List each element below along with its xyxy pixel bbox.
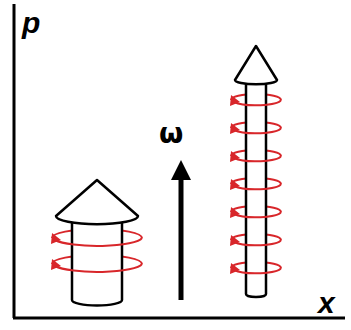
rotation-ring-front [234,240,281,245]
rotation-ring-front [234,128,281,133]
rotation-arrowhead [230,235,240,246]
cone-head [235,46,277,84]
axis-label: p [22,8,40,38]
cylinder-body [72,216,122,306]
rotation-ring-front [55,238,142,246]
rotation-ring-front [55,264,142,272]
rotation-label: ω [159,120,183,148]
rotation-ring-front [234,268,281,273]
x-axis [13,317,345,320]
rotation-ring-front [234,100,281,105]
rotation-arrowhead [230,123,240,134]
cone-head [56,180,138,224]
omega-arrow-head [171,160,191,180]
cylinders [56,46,277,306]
rotation-arrowhead [230,263,240,274]
rotation-ring-front [234,212,281,217]
rotation-arrowhead [51,259,61,270]
rotation-arrowhead [230,207,240,218]
axis-label: x [318,288,335,318]
rotation-arrowhead [230,151,240,162]
rotation-arrowhead [230,179,240,190]
rotation-arrowhead [230,95,240,106]
rotation-ring-front [234,156,281,161]
y-axis [13,4,16,318]
omega-arrow-shaft [179,178,184,300]
rotation-ring-front [234,184,281,189]
rotation-arrowhead [51,233,61,244]
rings-front [51,95,281,274]
